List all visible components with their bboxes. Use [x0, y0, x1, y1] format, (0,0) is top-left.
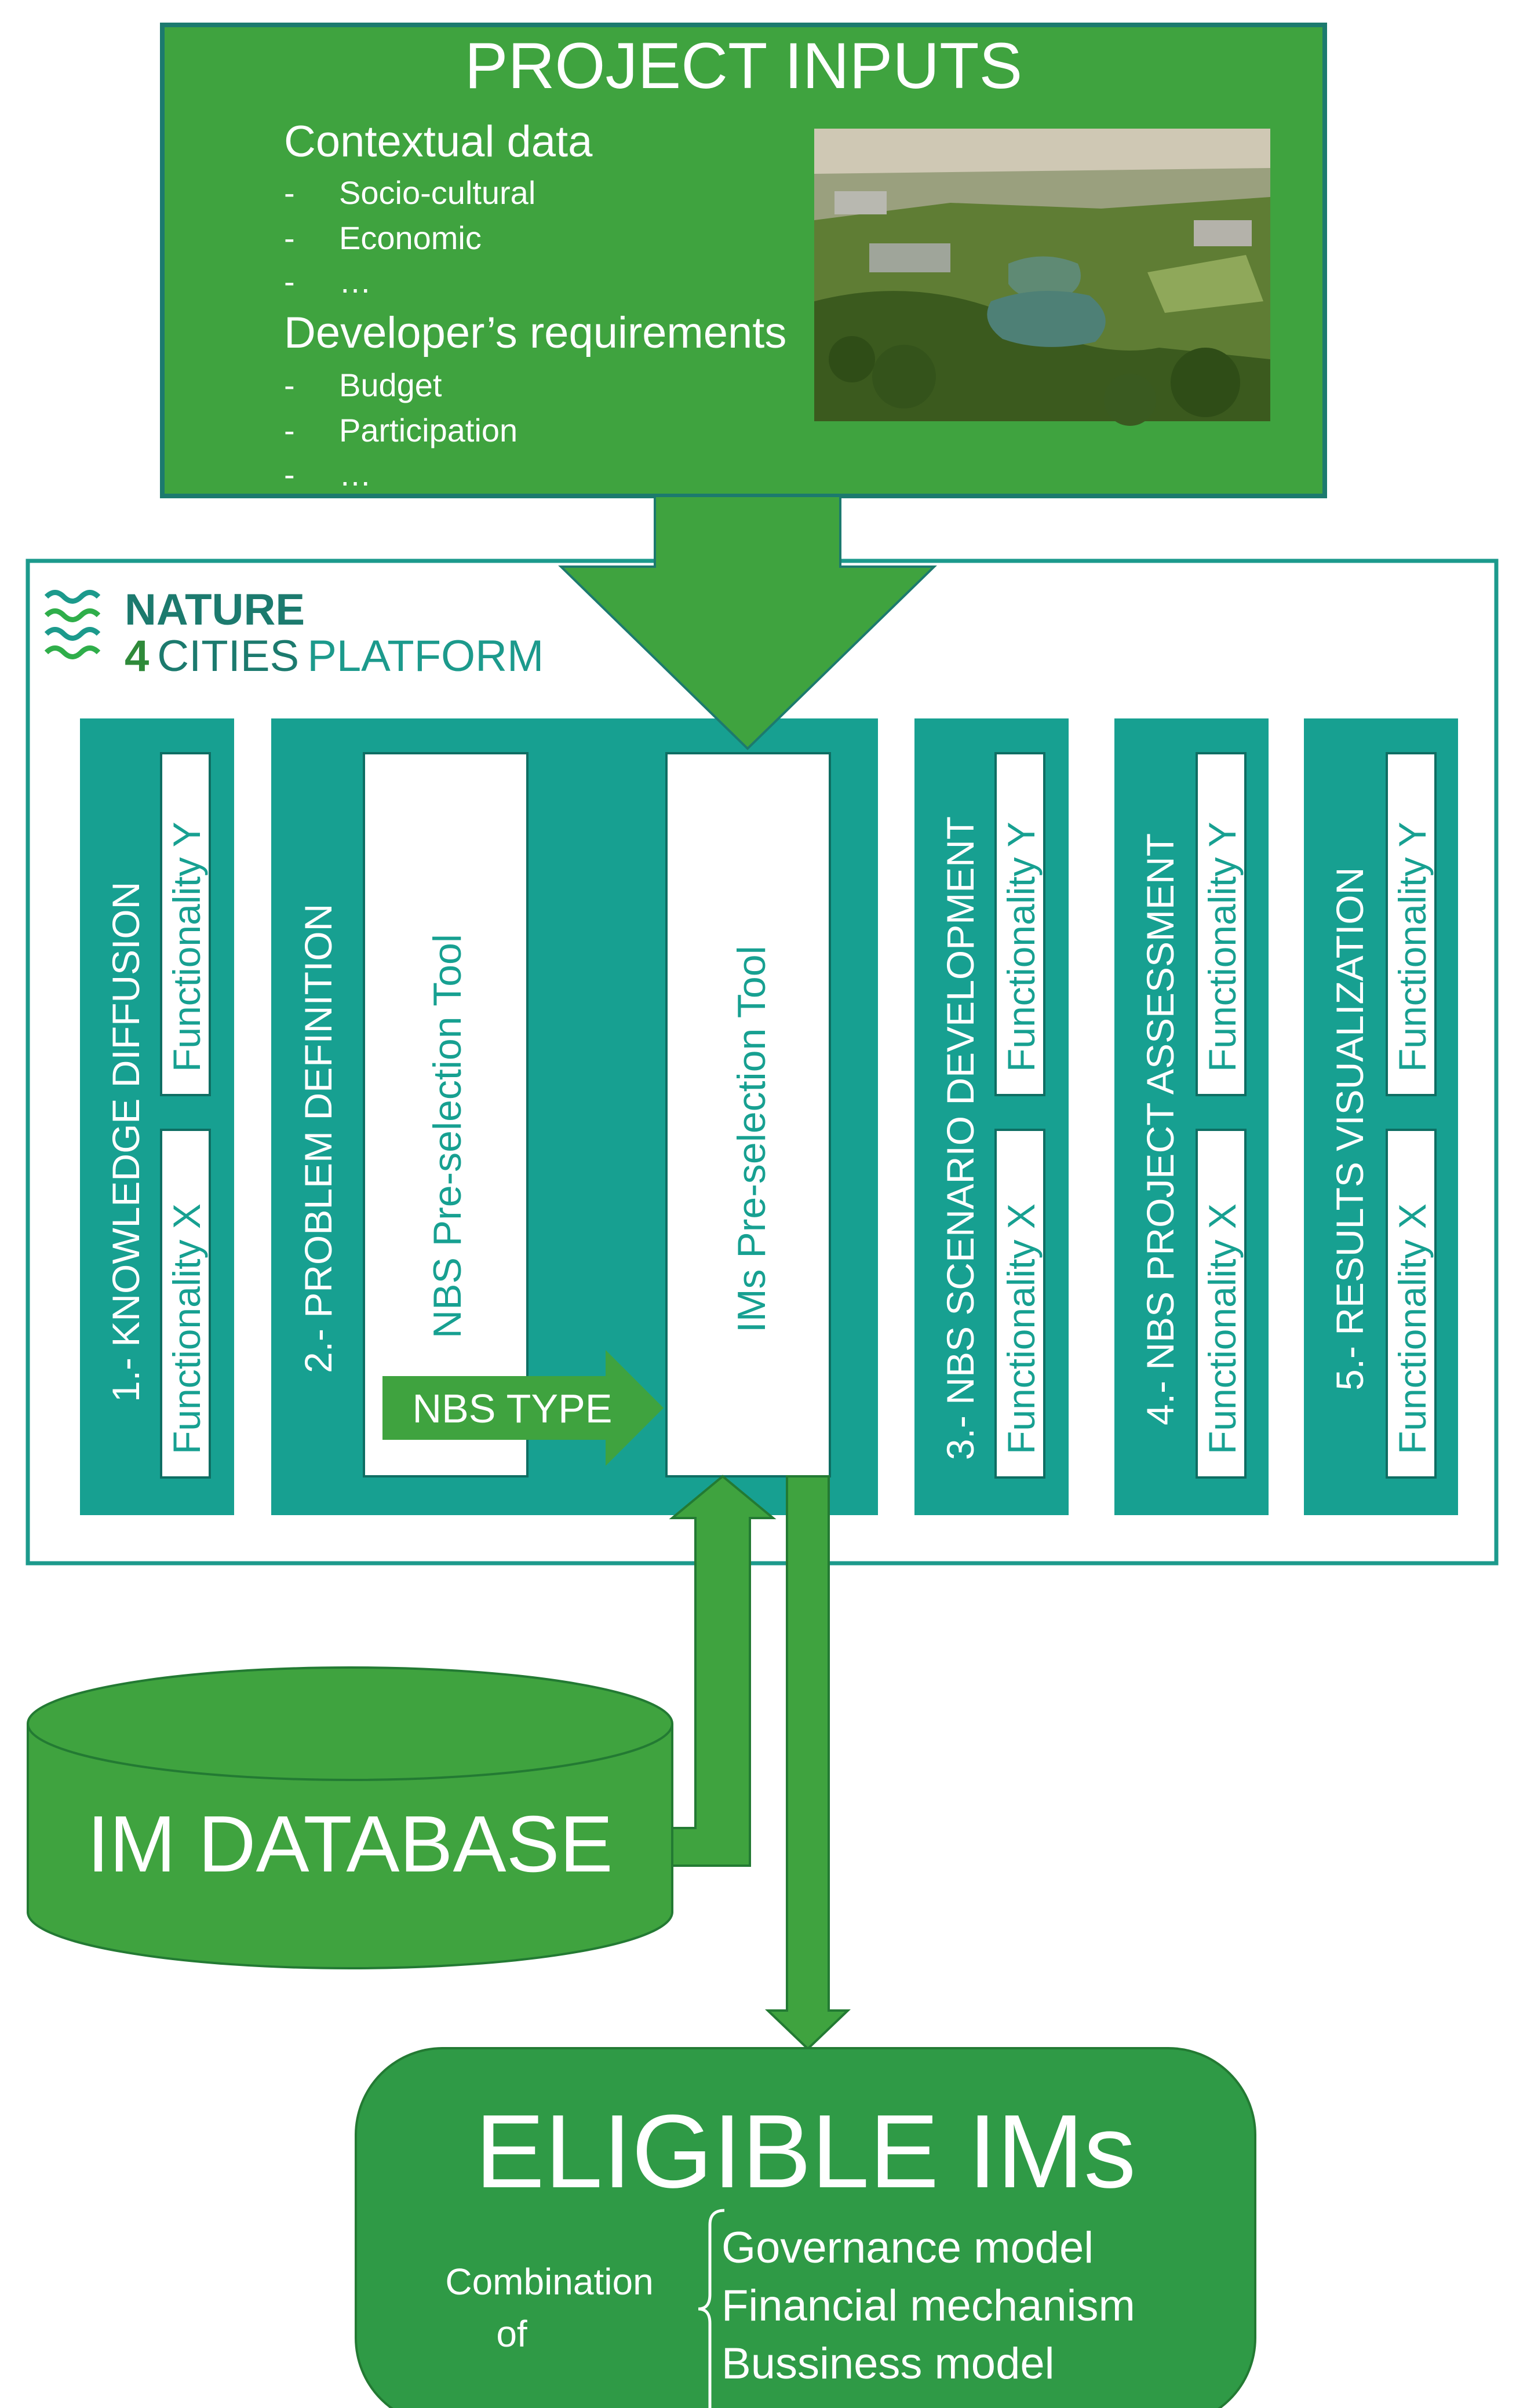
eligible-ims-title: ELIGIBLE IMs [475, 2093, 1136, 2210]
ims-to-eligible-arrow [765, 1475, 851, 2051]
developer-requirements-heading: Developer’s requirements [284, 308, 786, 357]
governance-model-item: Governance model [721, 2223, 1094, 2272]
logo-number: 4 [125, 632, 149, 681]
functionality-y-box [1196, 752, 1247, 1096]
im-database-label: IM DATABASE [87, 1800, 613, 1889]
bullet-dash: - [284, 174, 295, 211]
functionality-x-box [1196, 1129, 1247, 1479]
developer-item: … [339, 456, 371, 492]
functionality-y-box [994, 752, 1045, 1096]
project-inputs-title: PROJECT INPUTS [465, 30, 1023, 102]
im-database-cylinder [27, 1666, 673, 1969]
nbs-preselection-tool-label: NBS Pre-selection Tool [425, 934, 469, 1338]
functionality-y-label: Functionality Y [1000, 822, 1043, 1072]
developer-item: Budget [339, 367, 442, 403]
functionality-y-label: Functionality Y [1391, 822, 1434, 1072]
column-label-knowledge: 1.- KNOWLEDGE DIFFUSION [104, 882, 147, 1402]
nbs-type-arrow [382, 1350, 664, 1466]
column-knowledge-diffusion [80, 718, 234, 1515]
financial-mechanism-item: Financial mechanism [721, 2281, 1135, 2330]
column-scenario-development [914, 718, 1069, 1515]
inputs-down-arrow [558, 495, 937, 750]
functionality-y-box [160, 752, 211, 1096]
functionality-y-box [1386, 752, 1437, 1096]
functionality-x-box [1386, 1129, 1437, 1479]
bullet-dash: - [284, 367, 295, 403]
ims-preselection-tool-box [665, 752, 831, 1477]
bullet-dash: - [284, 263, 295, 300]
developer-item: Participation [339, 412, 518, 448]
functionality-x-label: Functionality X [1391, 1203, 1434, 1454]
functionality-x-label: Functionality X [1201, 1203, 1244, 1454]
logo-nature: NATURE [125, 585, 305, 634]
combination-label: Combination [445, 2261, 653, 2303]
functionality-x-label: Functionality X [1000, 1203, 1043, 1454]
logo-platform: PLATFORM [307, 632, 544, 681]
aerial-park-photo [814, 129, 1270, 426]
combination-of-label: of [496, 2313, 527, 2355]
ims-preselection-tool-label: IMs Pre-selection Tool [730, 946, 774, 1333]
column-label-assessment: 4.- NBS PROJECT ASSESSMENT [1139, 833, 1182, 1425]
eligible-ims-box [355, 2047, 1256, 2408]
nbs-preselection-tool-box [363, 752, 529, 1477]
business-model-item: Bussiness model [721, 2339, 1055, 2388]
bullet-dash: - [284, 220, 295, 256]
contextual-data-heading: Contextual data [284, 117, 593, 166]
bullet-dash: - [284, 456, 295, 492]
combination-bracket [698, 2209, 725, 2408]
functionality-x-label: Functionality X [165, 1203, 208, 1454]
column-label-scenario: 3.- NBS SCENARIO DEVELOPMENT [939, 816, 982, 1460]
functionality-x-box [160, 1129, 211, 1479]
functionality-y-label: Functionality Y [165, 822, 208, 1072]
contextual-item: Economic [339, 220, 482, 256]
database-to-ims-arrow [669, 1475, 777, 1867]
nbs-type-label: NBS TYPE [413, 1386, 613, 1431]
column-label-problem: 2.- PROBLEM DEFINITION [297, 904, 340, 1373]
logo-cities: CITIES [157, 632, 299, 681]
nature4cities-logo-icon [44, 590, 101, 659]
functionality-y-label: Functionality Y [1201, 822, 1244, 1072]
contextual-item: … [339, 263, 371, 300]
contextual-item: Socio-cultural [339, 174, 535, 211]
column-label-visualization: 5.- RESULTS VISUALIZATION [1328, 867, 1371, 1391]
bullet-dash: - [284, 412, 295, 448]
functionality-x-box [994, 1129, 1045, 1479]
